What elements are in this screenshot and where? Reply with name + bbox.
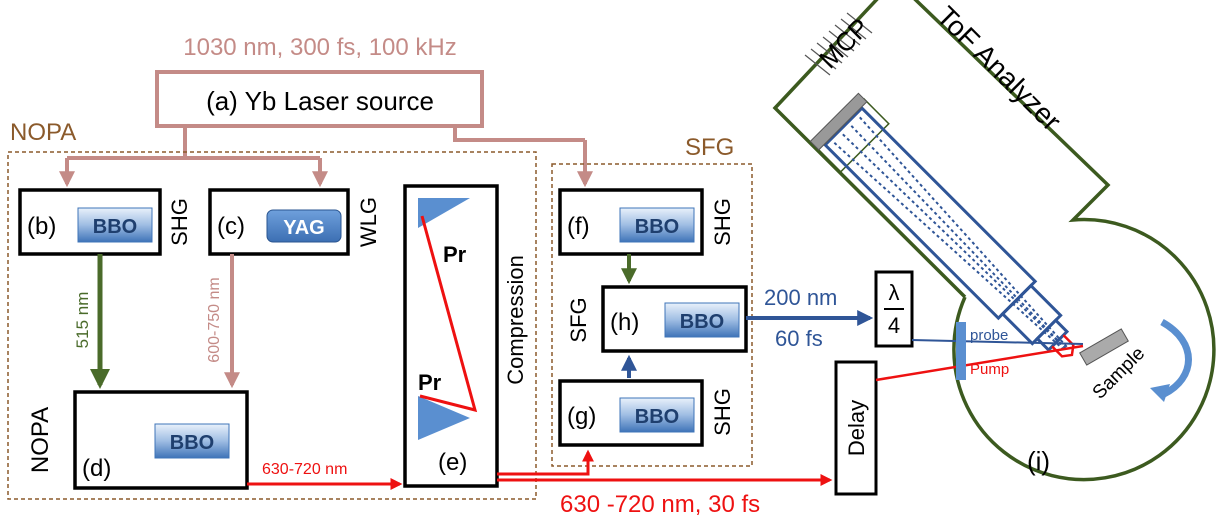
rotation-arrow-icon bbox=[1160, 318, 1192, 398]
box-h-side: SFG bbox=[566, 297, 591, 342]
waveplate-den: 4 bbox=[888, 313, 900, 338]
box-g-side: SHG bbox=[710, 388, 735, 436]
delay-box bbox=[834, 360, 878, 496]
tof-label: ToF Analyzer bbox=[931, 0, 1067, 136]
box-e bbox=[403, 184, 499, 488]
box-b-crystal-label: BBO bbox=[93, 216, 137, 238]
tof-tube bbox=[809, 92, 1075, 358]
label-wl: 600-750 nm bbox=[206, 277, 223, 362]
pump-beam bbox=[875, 344, 1084, 382]
box-b-side: SHG bbox=[167, 198, 192, 246]
chamber-window bbox=[956, 322, 966, 380]
box-c-crystal bbox=[266, 209, 342, 243]
probe-beam bbox=[911, 339, 1084, 345]
box-f-crystal-label: BBO bbox=[635, 216, 679, 238]
label-uv-wl: 200 nm bbox=[764, 285, 837, 310]
probe-label: probe bbox=[970, 327, 1008, 344]
box-c-side: WLG bbox=[356, 197, 381, 247]
sfg-group-title: SFG bbox=[685, 134, 734, 161]
rotation-arrowhead-icon bbox=[1150, 384, 1170, 402]
box-f-crystal bbox=[619, 207, 695, 243]
label-uv-dur: 60 fs bbox=[775, 326, 823, 351]
nopa-group-frame bbox=[7, 151, 537, 500]
pump-label: Pump bbox=[970, 361, 1009, 378]
source-box bbox=[155, 70, 484, 128]
box-g-crystal bbox=[619, 397, 695, 433]
box-b-crystal bbox=[77, 207, 153, 243]
delay-label: Delay bbox=[844, 400, 869, 456]
source-label: (a) Yb Laser source bbox=[206, 86, 434, 116]
box-e-side: Compression bbox=[503, 255, 528, 385]
waveplate-num: λ bbox=[889, 280, 900, 305]
compressor-output bbox=[497, 449, 833, 486]
box-d-tag: (d) bbox=[82, 455, 111, 482]
box-h-crystal bbox=[664, 302, 740, 338]
box-b-tag: (b) bbox=[27, 213, 56, 240]
mcp-fibers bbox=[804, 12, 873, 76]
box-f-side: SHG bbox=[710, 198, 735, 246]
nopa-group-title: NOPA bbox=[10, 119, 76, 146]
box-c-crystal-label: YAG bbox=[283, 217, 325, 239]
box-h-crystal-label: BBO bbox=[680, 311, 724, 333]
source-params: 1030 nm, 300 fs, 100 kHz bbox=[183, 34, 457, 61]
sample bbox=[1079, 328, 1129, 366]
box-d-side: NOPA bbox=[27, 407, 54, 473]
box-d-crystal-label: BBO bbox=[170, 432, 214, 454]
prism-bottom-label: Pr bbox=[418, 370, 442, 395]
sfg-group-frame bbox=[551, 163, 753, 467]
box-e-tag: (e) bbox=[438, 449, 467, 476]
label-pump-main: 630 -720 nm, 30 fs bbox=[560, 491, 760, 518]
vacuum-chamber bbox=[772, 0, 1216, 482]
box-g-crystal-label: BBO bbox=[635, 406, 679, 428]
label-nopa-out: 630-720 nm bbox=[262, 461, 347, 478]
prism-top bbox=[418, 198, 470, 228]
box-c-tag: (c) bbox=[217, 213, 245, 240]
mcp-label: MCP bbox=[813, 12, 875, 74]
prism-bottom bbox=[418, 396, 470, 440]
box-f-tag: (f) bbox=[567, 213, 590, 240]
compressor-beam bbox=[419, 215, 478, 413]
prism-top-label: Pr bbox=[443, 242, 467, 267]
chamber-tag: (i) bbox=[1027, 446, 1050, 476]
box-g-tag: (g) bbox=[567, 403, 596, 430]
source-beams bbox=[59, 126, 593, 188]
box-h-tag: (h) bbox=[610, 309, 639, 336]
box-d-crystal bbox=[154, 423, 230, 459]
label-515: 515 nm bbox=[73, 292, 92, 349]
